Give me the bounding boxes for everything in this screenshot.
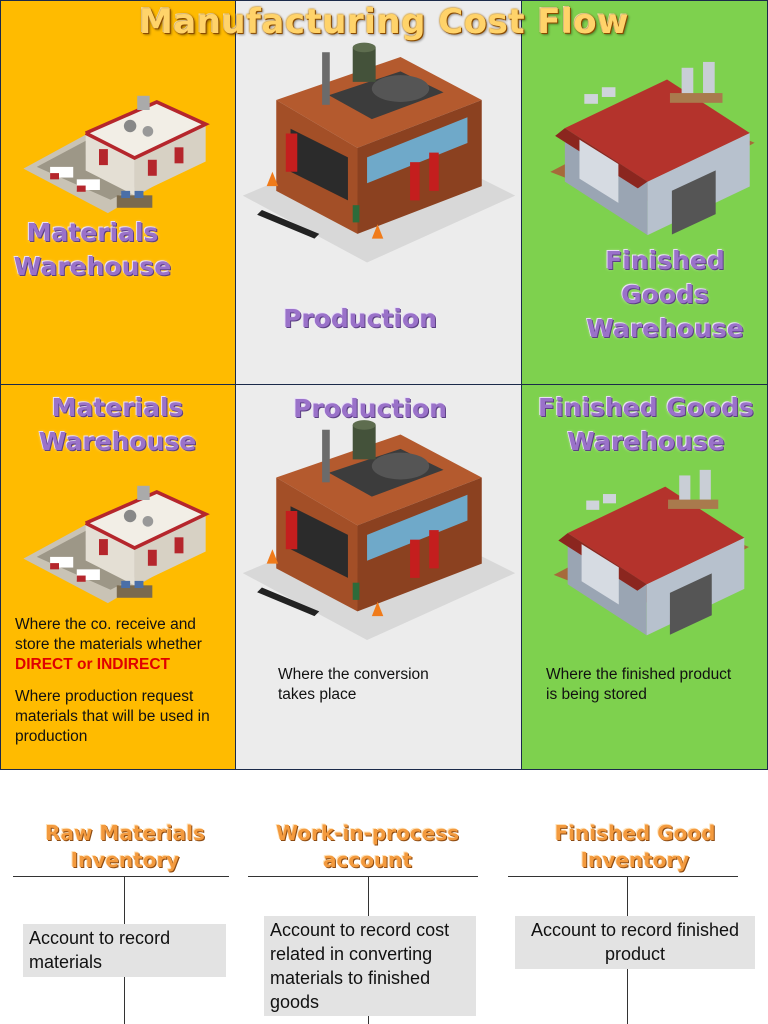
- t-account-top-line: [508, 876, 738, 877]
- materials-description-highlight: DIRECT or INDIRECT: [15, 656, 170, 673]
- factory-illustration: [242, 420, 516, 641]
- factory-illustration: [242, 42, 516, 263]
- finished-goods-description: Where the finished product is being stor…: [546, 666, 732, 703]
- materials-description-line2: Where production request materials that …: [15, 688, 210, 745]
- production-label: Production: [293, 394, 447, 423]
- production-description: Where the conversion takes place: [278, 666, 429, 703]
- materials-description-line1: Where the co. receive and store the mate…: [15, 616, 202, 653]
- raw-materials-inventory-title: Raw Materials Inventory: [45, 821, 205, 872]
- finished-goods-warehouse-illustration: [550, 61, 755, 236]
- finished-good-inventory-title: Finished Good Inventory: [554, 821, 716, 872]
- t-account-top-line: [13, 876, 229, 877]
- work-in-process-account-description: Account to record cost related in conver…: [264, 916, 476, 1016]
- finished-good-account-description: Account to record finished product: [515, 916, 755, 969]
- production-label-top: Production: [283, 304, 437, 333]
- raw-materials-account-description: Account to record materials: [23, 924, 226, 977]
- materials-warehouse-illustration: [21, 483, 208, 605]
- work-in-process-title: Work-in-process account: [275, 821, 460, 872]
- t-account-top-line: [248, 876, 478, 877]
- materials-warehouse-label: Materials Warehouse: [38, 393, 197, 456]
- materials-warehouse-description: Where the co. receive and store the mate…: [15, 615, 225, 747]
- materials-warehouse-label-top: Materials Warehouse: [13, 218, 172, 281]
- finished-goods-warehouse-illustration: [553, 469, 749, 636]
- materials-warehouse-illustration: [21, 94, 208, 215]
- page-title: Manufacturing Cost Flow: [138, 2, 630, 42]
- finished-goods-warehouse-label-top: Finished Goods Warehouse: [586, 246, 744, 343]
- finished-goods-warehouse-label: Finished Goods Warehouse: [538, 393, 754, 456]
